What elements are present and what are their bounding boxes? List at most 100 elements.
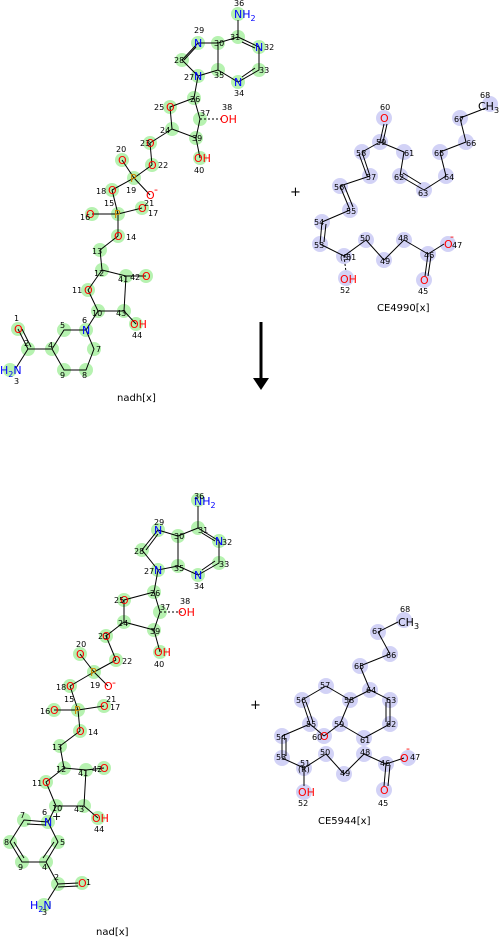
atom-number: 56 xyxy=(334,183,344,192)
nad-o18: O xyxy=(66,680,75,693)
ce4990-stereo-s: (S) xyxy=(340,253,351,262)
atom-number: 10 xyxy=(52,804,62,813)
atom-number: 41 xyxy=(118,275,128,284)
nadh-h2n-symbol: H2N xyxy=(0,364,22,379)
atom-number: 40 xyxy=(194,166,204,175)
atom-number: 32 xyxy=(264,43,274,52)
atom-number: 38 xyxy=(222,103,232,112)
atom-number: 11 xyxy=(32,779,42,788)
nadh-n6: N xyxy=(82,324,90,337)
ce5944-atom-numbers: 68 67 66 65 57 64 56 58 63 55 59 60 62 5… xyxy=(276,605,420,808)
atom-number: 62 xyxy=(386,720,396,729)
nad-o16: O xyxy=(50,704,59,717)
nadh-minus-charge: - xyxy=(154,183,158,196)
atom-number: 67 xyxy=(372,627,382,636)
atom-number: 29 xyxy=(194,26,204,35)
nadh-molecule: NH2 N N N N O OH OH O O O P O O P O O O … xyxy=(0,0,274,404)
atom-number: 9 xyxy=(18,863,23,872)
nadh-o22: O xyxy=(148,159,157,172)
atom-number: 53 xyxy=(276,753,286,762)
atom-number: 3 xyxy=(42,908,47,917)
nadh-bonds xyxy=(15,20,260,371)
nadh-o18: O xyxy=(108,184,117,197)
atom-number: 63 xyxy=(418,189,428,198)
atom-number: 23 xyxy=(98,632,108,641)
atom-number: 60 xyxy=(380,103,390,112)
nad-o42: O xyxy=(100,762,109,775)
atom-number: 46 xyxy=(424,251,434,260)
nad-molecule: NH2 N N N N O OH OH O O O P O O P O O O … xyxy=(3,492,232,937)
atom-number: 18 xyxy=(56,683,66,692)
atom-number: 4 xyxy=(42,863,47,872)
atom-number: 36 xyxy=(194,492,204,501)
nadh-nh2-symbol: NH2 xyxy=(234,8,256,23)
ce4990-label: CE4990[x] xyxy=(377,303,430,314)
atom-number: 43 xyxy=(74,805,84,814)
nad-minus-charge: - xyxy=(112,676,116,689)
atom-number: 17 xyxy=(148,209,158,218)
atom-number: 1 xyxy=(86,878,91,887)
atom-number: 52 xyxy=(298,799,308,808)
atom-number: 36 xyxy=(234,0,244,8)
atom-number: 43 xyxy=(116,309,126,318)
atom-number: 48 xyxy=(360,748,370,757)
atom-number: 24 xyxy=(118,619,128,628)
atom-number: 47 xyxy=(410,753,420,762)
atom-number: 2 xyxy=(54,873,59,882)
atom-number: 22 xyxy=(122,657,132,666)
atom-number: 21 xyxy=(144,199,154,208)
nad-plus-charge: + xyxy=(52,810,61,823)
atom-number: 40 xyxy=(154,660,164,669)
ce4990-oh52: OH xyxy=(340,273,357,286)
nad-o1: O xyxy=(78,877,87,890)
nad-n29: N xyxy=(154,524,162,537)
nadh-o42: O xyxy=(142,270,151,283)
atom-number: 29 xyxy=(154,518,164,527)
nadh-o17: O xyxy=(138,202,147,215)
atom-number: 53 xyxy=(314,241,324,250)
atom-number: 10 xyxy=(92,309,102,318)
ce5944-oh52: OH xyxy=(298,786,315,799)
atom-number: 55 xyxy=(306,720,316,729)
atom-number: 21 xyxy=(106,695,116,704)
atom-number: 26 xyxy=(190,95,200,104)
nadh-o23: O xyxy=(146,137,155,150)
atom-number: 41 xyxy=(78,769,88,778)
atom-number: 66 xyxy=(466,139,476,148)
atom-number: 51 xyxy=(346,253,356,262)
atom-number: 65 xyxy=(354,662,364,671)
atom-number: 64 xyxy=(366,686,376,695)
nad-o17: O xyxy=(100,700,109,713)
reaction-arrow xyxy=(253,322,269,390)
atom-number: 58 xyxy=(344,696,354,705)
ce5944-bonds xyxy=(281,621,405,787)
nadh-o14: O xyxy=(114,230,123,243)
nadh-n34: N xyxy=(234,76,242,89)
atom-number: 50 xyxy=(320,748,330,757)
atom-number: 61 xyxy=(360,736,370,745)
atom-number: 63 xyxy=(386,696,396,705)
atom-number: 35 xyxy=(174,564,184,573)
atom-number: 23 xyxy=(140,139,150,148)
ce5944-label: CE5944[x] xyxy=(318,816,371,827)
atom-number: 28 xyxy=(134,547,144,556)
atom-number: 20 xyxy=(76,640,86,649)
atom-number: 31 xyxy=(230,33,240,42)
nadh-o16: O xyxy=(86,208,95,221)
nad-oh38: OH xyxy=(178,606,195,619)
nad-atom-numbers: 36 29 30 31 32 28 33 27 35 34 25 26 38 3… xyxy=(4,492,232,917)
atom-number: 2 xyxy=(24,339,29,348)
nad-bonds xyxy=(9,506,220,901)
atom-number: 26 xyxy=(150,589,160,598)
atom-number: 68 xyxy=(480,91,490,100)
atom-number: 18 xyxy=(96,187,106,196)
nadh-atom-symbols: NH2 N N N N O OH OH O O O P O O P O O O … xyxy=(0,8,263,379)
atom-number: 62 xyxy=(394,173,404,182)
atom-number: 54 xyxy=(276,733,286,742)
nad-n6: N xyxy=(44,816,52,829)
ce5944-o45: O xyxy=(380,784,389,797)
atom-number: 46 xyxy=(380,759,390,768)
atom-number: 67 xyxy=(454,115,464,124)
nad-o20: O xyxy=(76,648,85,661)
